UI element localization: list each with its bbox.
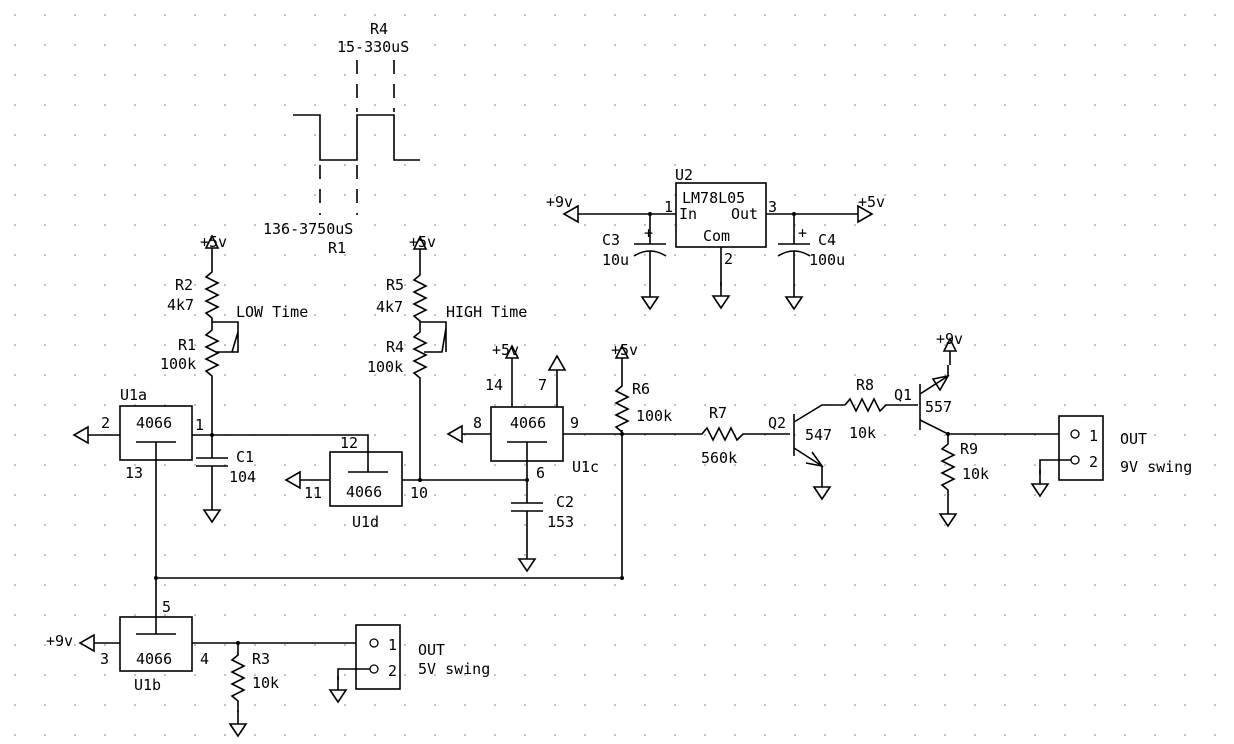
- u1d-label: U1d: [352, 513, 379, 531]
- q2-label: Q2: [768, 414, 786, 432]
- c1-label: C1: [236, 448, 254, 466]
- u1d-pin10: 10: [410, 484, 428, 502]
- plus5-label-a: +5v: [200, 233, 227, 251]
- u1b-label: U1b: [134, 676, 161, 694]
- out2-swing: 5V swing: [418, 660, 490, 678]
- u2-in-pin: In: [679, 205, 697, 223]
- high-time-label: HIGH Time: [446, 303, 527, 321]
- r1-label: R1: [178, 336, 196, 354]
- c1-value: 104: [229, 468, 256, 486]
- u1a-pin13: 13: [125, 464, 143, 482]
- out1-label: OUT: [1120, 430, 1147, 448]
- c2-value: 153: [547, 513, 574, 531]
- u1a-part: 4066: [136, 414, 172, 432]
- c4-label: C4: [818, 231, 836, 249]
- u1c-pin9: 9: [570, 414, 579, 432]
- r7-label: R7: [709, 404, 727, 422]
- u1b-pin5: 5: [162, 598, 171, 616]
- plus5-label-b: +5v: [409, 233, 436, 251]
- c3-label: C3: [602, 231, 620, 249]
- r6-label: R6: [632, 380, 650, 398]
- r2-r1-resistors: [204, 262, 220, 458]
- r9-resistor: [940, 434, 956, 500]
- r8-value: 10k: [849, 424, 876, 442]
- u1c-pin6: 6: [536, 464, 545, 482]
- svg-text:+: +: [644, 224, 653, 242]
- plus5-label-e: +5v: [858, 193, 885, 211]
- j2-pin1: 1: [388, 636, 397, 654]
- output-connector-9v: [1058, 415, 1104, 481]
- u2-pin3: 3: [768, 198, 777, 216]
- u1b-pin3: 3: [100, 650, 109, 668]
- r5-label: R5: [386, 276, 404, 294]
- u2-label: U2: [675, 166, 693, 184]
- r7-resistor: [563, 426, 790, 442]
- c3-value: 10u: [602, 251, 629, 269]
- out2-label: OUT: [418, 641, 445, 659]
- r4-value: 100k: [367, 358, 403, 376]
- u1d-switch: [329, 451, 403, 507]
- r3-label: R3: [252, 650, 270, 668]
- u2-pin1: 1: [664, 198, 673, 216]
- u2-com-pin: Com: [703, 227, 730, 245]
- c4-value: 100u: [809, 251, 845, 269]
- q1-value: 557: [925, 398, 952, 416]
- u1c-pin8: 8: [473, 414, 482, 432]
- output-connector-5v: [355, 624, 401, 690]
- out1-swing: 9V swing: [1120, 458, 1192, 476]
- u1a-pin1: 1: [195, 416, 204, 434]
- u1a-pin2: 2: [101, 414, 110, 432]
- r2-label: R2: [175, 276, 193, 294]
- u1d-part: 4066: [346, 483, 382, 501]
- r1-value: 100k: [160, 355, 196, 373]
- u1a-label: U1a: [120, 386, 147, 404]
- r9-value: 10k: [962, 465, 989, 483]
- plus9-label-a: +9v: [546, 193, 573, 211]
- u2-out-pin: Out: [731, 205, 758, 223]
- u2-part: LM78L05: [682, 189, 745, 207]
- r6-resistor: [614, 372, 630, 433]
- u1d-pin11: 11: [304, 484, 322, 502]
- plus9-label-b: +9v: [46, 632, 73, 650]
- r5-value: 4k7: [376, 298, 403, 316]
- q1-label: Q1: [894, 386, 912, 404]
- r3-value: 10k: [252, 674, 279, 692]
- plus5-label-d: +5v: [611, 341, 638, 359]
- svg-text:+: +: [798, 224, 807, 242]
- u1b-pin4: 4: [200, 650, 209, 668]
- r9-label: R9: [960, 440, 978, 458]
- r8-label: R8: [856, 376, 874, 394]
- u1d-pin12: 12: [340, 434, 358, 452]
- c2-label: C2: [556, 493, 574, 511]
- pin7-label: 7: [538, 376, 547, 394]
- r8-resistor: [844, 397, 918, 413]
- u1c-part: 4066: [510, 414, 546, 432]
- low-time-range: 136-3750uS: [263, 220, 353, 238]
- j1-pin2: 2: [1089, 453, 1098, 471]
- q2-value: 547: [805, 426, 832, 444]
- r3-resistor: [230, 643, 246, 712]
- r4-label: R4: [386, 338, 404, 356]
- r7-value: 560k: [701, 449, 737, 467]
- waveform-r1-label: R1: [328, 239, 346, 257]
- high-time-range: 15-330uS: [337, 38, 409, 56]
- r2-value: 4k7: [167, 296, 194, 314]
- u2-regulator: [675, 182, 767, 248]
- pin14-label: 14: [485, 376, 503, 394]
- plus9-label-c: +9v: [936, 330, 963, 348]
- waveform-r4-label: R4: [370, 20, 388, 38]
- r6-value: 100k: [636, 407, 672, 425]
- timing-waveform: [293, 60, 420, 215]
- low-time-label: LOW Time: [236, 303, 308, 321]
- u1c-label: U1c: [572, 458, 599, 476]
- u2-pin2: 2: [724, 250, 733, 268]
- j1-pin1: 1: [1089, 427, 1098, 445]
- u1b-part: 4066: [136, 650, 172, 668]
- r5-r4-resistors: [412, 263, 428, 480]
- plus5-label-c: +5v: [492, 341, 519, 359]
- j2-pin2: 2: [388, 662, 397, 680]
